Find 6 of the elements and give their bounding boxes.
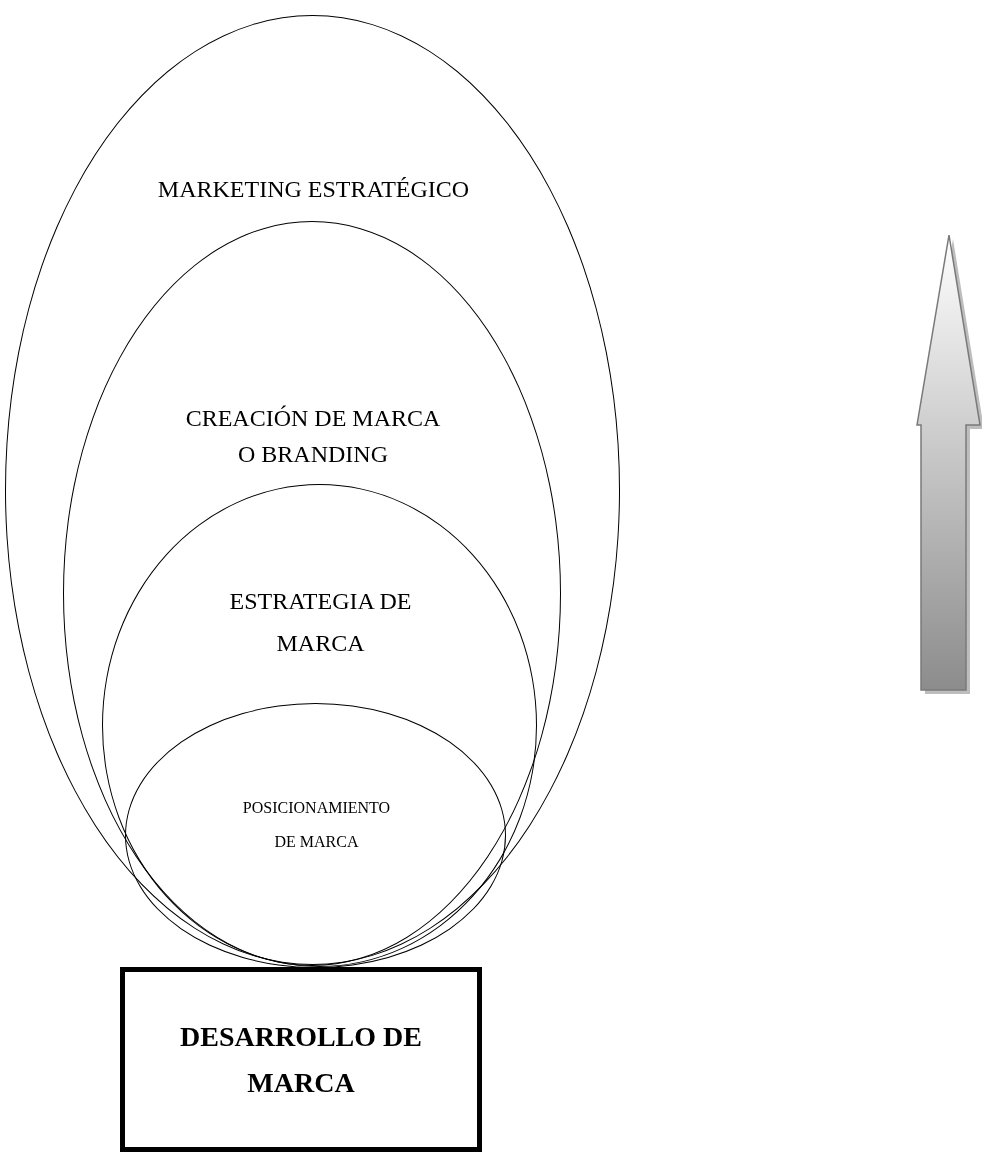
node-label: DESARROLLO DE MARCA bbox=[179, 1019, 423, 1100]
node-label: MARKETING ESTRATÉGICO bbox=[156, 175, 471, 204]
node-label: POSICIONAMIENTO DE MARCA bbox=[241, 798, 392, 852]
node-label: CREACIÓN DE MARCA O BRANDING bbox=[184, 404, 442, 469]
process-box bbox=[120, 967, 482, 1152]
node-label: ESTRATEGIA DE MARCA bbox=[228, 587, 413, 658]
